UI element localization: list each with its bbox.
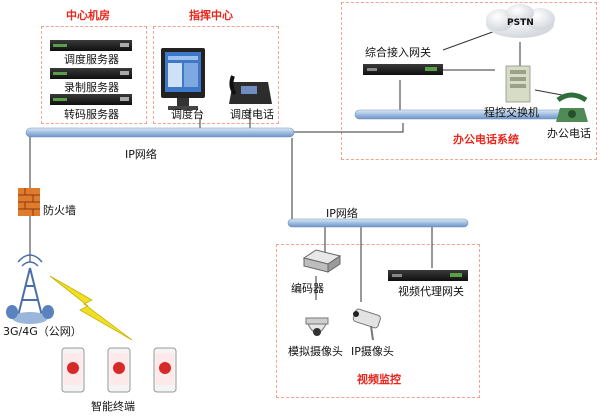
terminals-label: 智能终端	[91, 400, 135, 413]
cell-tower	[6, 254, 54, 324]
analog-camera	[305, 317, 329, 336]
server-label: 录制服务器	[64, 81, 119, 94]
gateway-label: 综合接入网关	[365, 46, 431, 59]
firewall-device	[18, 188, 40, 216]
server-label: 转码服务器	[64, 108, 119, 121]
encoder-label: 编码器	[291, 282, 324, 295]
connection-lines	[29, 29, 563, 302]
command-zone-title: 指挥中心	[189, 9, 233, 22]
mobile-network-label: 3G/4G（公网）	[3, 325, 82, 338]
office-phone	[556, 92, 588, 122]
analog-camera-label: 模拟摄像头	[288, 345, 343, 358]
wireless-link-bolt	[49, 275, 133, 341]
pstn-label: PSTN	[507, 18, 534, 28]
video-zone-frame	[276, 244, 480, 398]
center-zone-title: 中心机房	[66, 9, 110, 22]
server-rack-2	[50, 68, 132, 79]
ip-camera-label: IP摄像头	[351, 345, 394, 358]
server-label: 调度服务器	[64, 53, 119, 66]
office-zone-frame	[341, 2, 597, 160]
smartphone-3	[153, 347, 177, 393]
video-zone-title: 视频监控	[357, 373, 401, 386]
server-rack-1	[50, 40, 132, 51]
office-bus	[354, 109, 576, 120]
firewall-label: 防火墙	[43, 204, 76, 217]
video-encoder	[302, 249, 342, 273]
main-ip-bus	[25, 127, 295, 138]
office-zone-title: 办公电话系统	[453, 133, 519, 146]
ip-camera	[352, 308, 381, 341]
main-network-label: IP网络	[125, 148, 157, 161]
video-ip-bus	[287, 218, 469, 228]
dispatch-console-label: 调度台	[171, 108, 204, 121]
server-rack-3	[50, 94, 132, 105]
proxy-gateway-label: 视频代理网关	[398, 285, 464, 298]
dispatch-console	[161, 48, 205, 110]
dispatch-phone-label: 调度电话	[230, 108, 274, 121]
pbx-label: 程控交换机	[484, 106, 539, 119]
video-network-label: IP网络	[326, 207, 358, 220]
smartphone-1	[61, 347, 85, 393]
dispatch-phone	[229, 75, 272, 104]
pbx-tower	[505, 65, 531, 103]
center-zone-frame	[41, 26, 147, 124]
office-phone-label: 办公电话	[547, 127, 591, 140]
video-proxy-gateway	[388, 270, 468, 281]
smartphone-2	[107, 347, 131, 393]
command-zone-frame	[153, 26, 279, 124]
pstn-cloud	[486, 4, 555, 38]
access-gateway	[363, 64, 443, 75]
